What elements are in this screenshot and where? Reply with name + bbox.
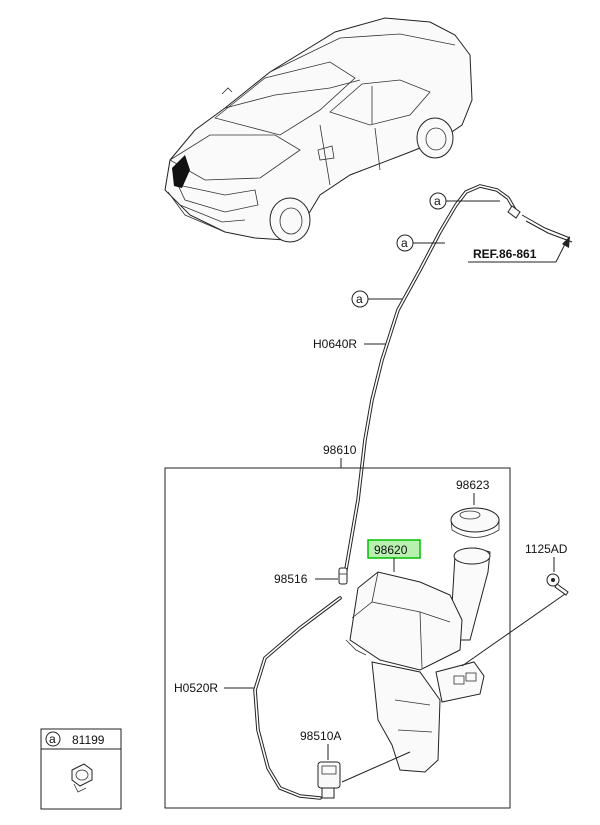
svg-text:a: a bbox=[356, 292, 363, 306]
washer-hose-front[interactable] bbox=[343, 184, 517, 577]
washer-reservoir[interactable] bbox=[345, 547, 491, 773]
leader-bolt-to-bracket bbox=[461, 593, 566, 667]
svg-text:a: a bbox=[49, 732, 56, 746]
clip-legend: a 81199 bbox=[40, 728, 122, 810]
leader-pump-to-tank bbox=[341, 751, 411, 783]
ref-label[interactable]: REF.86-861 bbox=[468, 236, 570, 263]
label-reservoir-assy[interactable]: 98610 bbox=[323, 443, 357, 457]
label-reservoir[interactable]: 98620 bbox=[374, 543, 408, 557]
label-hose-front[interactable]: H0640R bbox=[313, 337, 357, 351]
hose-joint bbox=[507, 205, 573, 243]
bolt[interactable] bbox=[546, 573, 569, 596]
assembly-box bbox=[164, 467, 511, 809]
label-clip-part[interactable]: 81199 bbox=[72, 733, 105, 747]
clip-marker-2: a bbox=[396, 234, 445, 252]
washer-hose-rear[interactable] bbox=[253, 596, 342, 800]
svg-text:REF.86-861: REF.86-861 bbox=[473, 247, 537, 261]
label-check-valve[interactable]: 98516 bbox=[274, 572, 308, 586]
svg-text:a: a bbox=[401, 236, 408, 250]
check-valve[interactable] bbox=[338, 567, 348, 585]
clip-marker-3: a bbox=[351, 290, 402, 308]
car-illustration bbox=[164, 17, 473, 243]
label-hose-rear[interactable]: H0520R bbox=[174, 681, 218, 695]
reservoir-cap[interactable] bbox=[450, 507, 500, 538]
washer-pump[interactable] bbox=[317, 761, 341, 799]
hose-clip[interactable] bbox=[71, 763, 93, 793]
svg-text:a: a bbox=[434, 194, 441, 208]
label-pump[interactable]: 98510A bbox=[300, 729, 341, 743]
label-bolt[interactable]: 1125AD bbox=[525, 542, 568, 556]
clip-marker-1: a bbox=[429, 192, 500, 210]
label-cap[interactable]: 98623 bbox=[456, 478, 490, 492]
